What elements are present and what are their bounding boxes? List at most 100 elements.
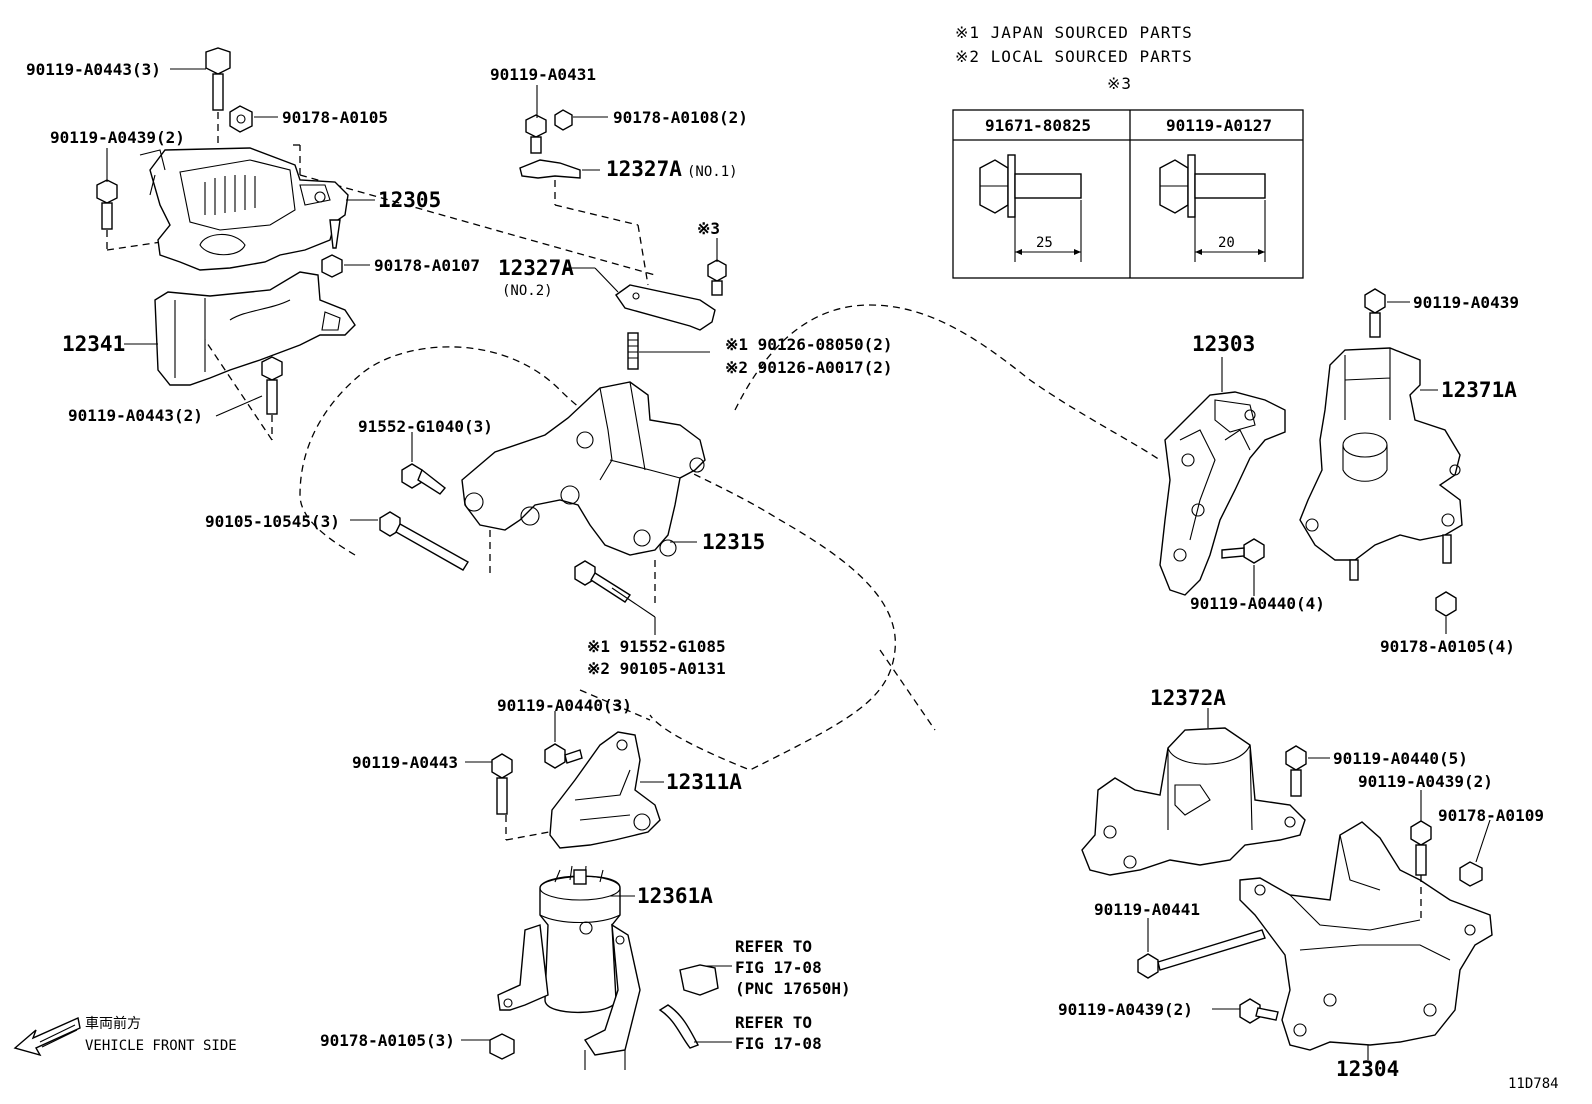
bracket-12304	[1239, 821, 1493, 1051]
label-12361a: 12361A	[637, 884, 713, 908]
bolt-icon	[544, 743, 566, 769]
front-label-jp: 車両前方	[85, 1015, 141, 1032]
label-12327a-no1-suffix: (NO.1)	[687, 164, 738, 180]
note-japan-sourced: ※1 JAPAN SOURCED PARTS	[955, 23, 1193, 42]
assembly-outline	[299, 174, 1161, 771]
label-90119-a0440-3: 90119-A0440(3)	[497, 696, 632, 715]
bolt-icon	[1243, 538, 1265, 564]
bolt2-length: 20	[1218, 235, 1235, 251]
bracket-12327a-no2	[615, 284, 716, 331]
nut-icon	[1459, 861, 1483, 887]
note-ref3: ※3	[1107, 74, 1132, 93]
bolt-91671-icon: 25	[979, 154, 1082, 262]
nut-icon	[489, 1033, 515, 1060]
label-91552-g1085: ※1 91552-G1085	[587, 637, 726, 656]
label-90119-a0439-2-bottom: 90119-A0439(2)	[1058, 1000, 1193, 1019]
label-12372a: 12372A	[1150, 686, 1226, 710]
mount-12305	[149, 147, 349, 271]
label-12341: 12341	[62, 332, 125, 356]
label-90119-a0439-2: 90119-A0439(2)	[50, 128, 185, 147]
bracket-12304-group	[1137, 820, 1493, 1051]
label-90119-a0439: 90119-A0439	[1413, 293, 1519, 312]
bolt-icon	[525, 114, 547, 138]
label-90119-a0431: 90119-A0431	[490, 65, 596, 84]
leader-lines	[106, 68, 1491, 1060]
table-col1-part: 91671-80825	[985, 116, 1091, 135]
bolt-icon	[1137, 953, 1159, 979]
mount-bracket-12303-group	[1159, 391, 1286, 596]
label-12303: 12303	[1192, 332, 1255, 356]
label-12327a-no2: 12327A	[498, 256, 574, 280]
bolt-icon	[491, 753, 513, 779]
label-90119-a0440-4: 90119-A0440(4)	[1190, 594, 1325, 613]
connector-icon	[679, 964, 719, 996]
label-90119-a0440-5: 90119-A0440(5)	[1333, 749, 1468, 768]
label-fig-17-08-2: FIG 17-08	[735, 1034, 822, 1053]
label-90119-a0443-2: 90119-A0443(2)	[68, 406, 203, 425]
table-col2-part: 90119-A0127	[1166, 116, 1272, 135]
label-fig-17-08-1: FIG 17-08	[735, 958, 822, 977]
bracket-12315-group	[379, 381, 706, 721]
bolt1-length: 25	[1036, 235, 1053, 251]
label-91552-g1040-3: 91552-G1040(3)	[358, 417, 493, 436]
label-90178-a0108-2: 90178-A0108(2)	[613, 108, 748, 127]
nut-icon	[1435, 591, 1457, 617]
bracket-12315	[461, 381, 706, 556]
vehicle-front-arrow-icon	[13, 1017, 81, 1057]
label-90178-a0105-4: 90178-A0105(4)	[1380, 637, 1515, 656]
mount-12372a	[1081, 727, 1306, 876]
bolt-90119-icon: 20	[1159, 154, 1266, 262]
label-90126-08050-2: ※1 90126-08050(2)	[725, 335, 893, 354]
bracket-12311a-group	[491, 731, 661, 849]
label-90178-a0105-3: 90178-A0105(3)	[320, 1031, 455, 1050]
label-12371a: 12371A	[1441, 378, 1517, 402]
bolt-icon	[1410, 820, 1432, 846]
nut-icon	[321, 254, 343, 278]
mount-12305-group	[96, 47, 349, 278]
engine-mount-12361a-group	[489, 865, 719, 1070]
figure-id: 11D784	[1508, 1076, 1559, 1092]
label-90119-a0443-3: 90119-A0443(3)	[26, 60, 161, 79]
label-12327a-no1: 12327A	[606, 157, 682, 181]
stud-icon	[627, 332, 639, 370]
bolt-icon	[1285, 745, 1307, 771]
label-90119-a0441: 90119-A0441	[1094, 900, 1200, 919]
label-ref3-bolt: ※3	[697, 219, 720, 238]
label-pnc-17650h: (PNC 17650H)	[735, 979, 851, 998]
bracket-12341	[154, 271, 356, 386]
label-refer-to-1: REFER TO	[735, 937, 812, 956]
bracket-12327a-no1-group	[519, 109, 649, 286]
label-12315: 12315	[702, 530, 765, 554]
front-label-en: VEHICLE FRONT SIDE	[85, 1038, 237, 1054]
nut-icon	[554, 109, 573, 131]
label-90178-a0107: 90178-A0107	[374, 256, 480, 275]
mount-12371a	[1299, 347, 1463, 561]
bolt-icon	[261, 356, 283, 381]
note-local-sourced: ※2 LOCAL SOURCED PARTS	[955, 47, 1193, 66]
label-90119-a0443: 90119-A0443	[352, 753, 458, 772]
label-90119-a0439-2-right: 90119-A0439(2)	[1358, 772, 1493, 791]
bolt-icon	[96, 179, 118, 204]
hose-icon	[658, 1004, 699, 1049]
label-90178-a0109: 90178-A0109	[1438, 806, 1544, 825]
bolt-spec-table: 91671-80825 90119-A0127 25 20	[952, 109, 1304, 279]
label-12304: 12304	[1336, 1057, 1399, 1081]
bracket-12341-group	[154, 271, 356, 441]
label-90126-a0017-2: ※2 90126-A0017(2)	[725, 358, 893, 377]
label-90105-a0131: ※2 90105-A0131	[587, 659, 726, 678]
label-90178-a0105: 90178-A0105	[282, 108, 388, 127]
mount-bracket-12303	[1159, 391, 1286, 596]
label-90105-10545-3: 90105-10545(3)	[205, 512, 340, 531]
bolt-icon	[707, 259, 727, 282]
label-12305: 12305	[378, 188, 441, 212]
label-refer-to-2: REFER TO	[735, 1013, 812, 1032]
label-12327a-no2-suffix: (NO.2)	[502, 283, 553, 299]
mount-12372a-group	[1081, 727, 1307, 876]
bolt-icon	[205, 47, 231, 75]
mount-12371a-group	[1299, 288, 1463, 617]
label-12311a: 12311A	[666, 770, 742, 794]
bracket-12327a-no2-group	[615, 259, 727, 370]
bracket-12327a-no1	[519, 159, 581, 179]
